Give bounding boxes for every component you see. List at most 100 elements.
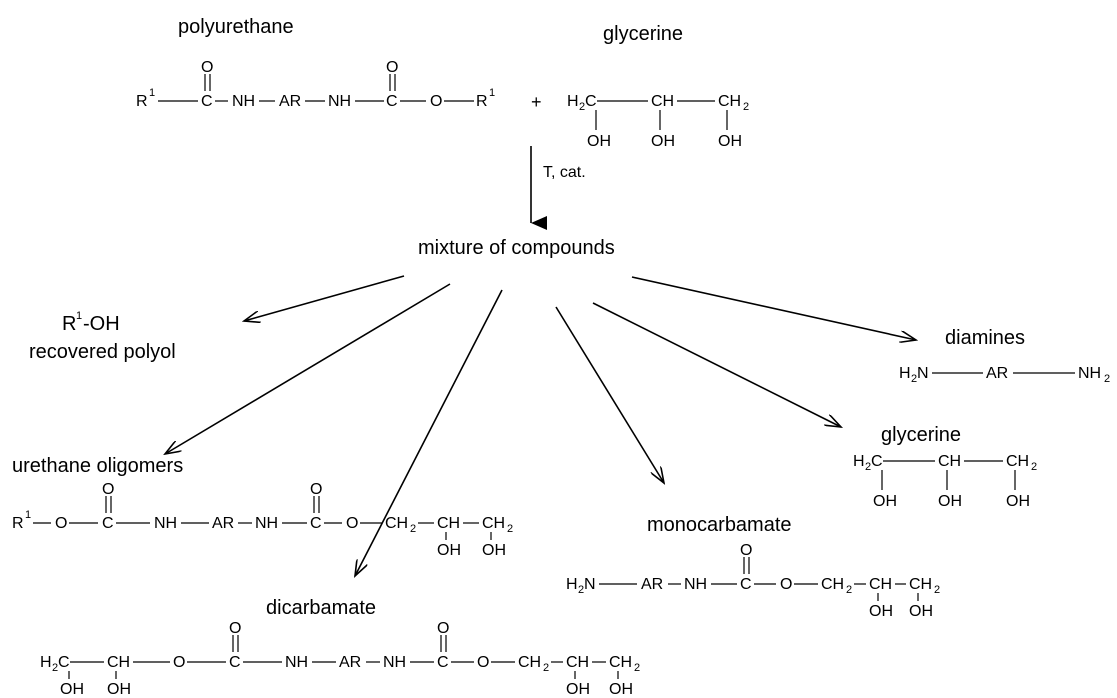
svg-text:2: 2 [507, 523, 513, 535]
svg-text:NH: NH [383, 654, 406, 671]
svg-text:AR: AR [212, 515, 234, 532]
svg-text:OH: OH [718, 133, 742, 150]
svg-text:2: 2 [579, 101, 585, 113]
monocarbamate-heading: monocarbamate [647, 514, 792, 536]
svg-text:AR: AR [279, 93, 301, 110]
svg-text:CH: CH [518, 654, 541, 671]
svg-text:2: 2 [911, 373, 917, 385]
polyurethane-heading: polyurethane [178, 16, 294, 38]
svg-text:O: O [386, 59, 398, 76]
svg-text:CH: CH [609, 654, 632, 671]
svg-text:-OH: -OH [83, 313, 120, 335]
svg-text:H: H [899, 365, 911, 382]
diamines-heading: diamines [945, 327, 1025, 349]
svg-text:1: 1 [25, 509, 31, 521]
svg-text:O: O [201, 59, 213, 76]
svg-text:OH: OH [482, 542, 506, 559]
svg-text:1: 1 [149, 87, 155, 99]
svg-text:OH: OH [609, 681, 633, 698]
svg-text:2: 2 [52, 662, 58, 674]
svg-text:C: C [437, 654, 449, 671]
svg-text:C: C [58, 654, 70, 671]
svg-text:OH: OH [60, 681, 84, 698]
svg-text:CH: CH [821, 576, 844, 593]
svg-text:OH: OH [873, 493, 897, 510]
svg-text:CH: CH [938, 453, 961, 470]
svg-text:NH: NH [684, 576, 707, 593]
svg-text:2: 2 [578, 584, 584, 596]
mixture-label: mixture of compounds [418, 237, 615, 259]
svg-text:2: 2 [543, 662, 549, 674]
svg-text:2: 2 [846, 584, 852, 596]
svg-text:NH: NH [1078, 365, 1101, 382]
svg-text:O: O [780, 576, 792, 593]
svg-text:2: 2 [1104, 373, 1110, 385]
svg-text:C: C [740, 576, 752, 593]
arrow-to-diamines [631, 276, 916, 340]
svg-text:AR: AR [641, 576, 663, 593]
arrow-to-polyol [244, 275, 405, 321]
svg-text:CH: CH [437, 515, 460, 532]
svg-text:H: H [40, 654, 52, 671]
svg-text:CH: CH [566, 654, 589, 671]
svg-text:NH: NH [154, 515, 177, 532]
dicarbamate-heading: dicarbamate [266, 597, 376, 619]
svg-text:C: C [310, 515, 322, 532]
svg-text:OH: OH [107, 681, 131, 698]
recovered-polyol-label: recovered polyol [29, 341, 176, 363]
svg-text:N: N [917, 365, 929, 382]
svg-text:OH: OH [437, 542, 461, 559]
svg-text:OH: OH [587, 133, 611, 150]
svg-text:2: 2 [934, 584, 940, 596]
svg-text:CH: CH [482, 515, 505, 532]
svg-text:CH: CH [651, 93, 674, 110]
arrow-to-monocarbamate [555, 306, 664, 483]
svg-text:C: C [871, 453, 883, 470]
svg-text:NH: NH [285, 654, 308, 671]
arrow-to-urethane-oligomers [165, 283, 451, 454]
svg-text:O: O [229, 620, 241, 637]
svg-text:R: R [476, 93, 488, 110]
svg-text:OH: OH [938, 493, 962, 510]
svg-text:R: R [62, 313, 76, 335]
svg-text:2: 2 [743, 101, 749, 113]
svg-text:2: 2 [634, 662, 640, 674]
conditions-label: T, cat. [543, 164, 586, 181]
arrow-to-glycerine [592, 302, 841, 427]
svg-text:R: R [12, 515, 24, 532]
svg-text:H: H [566, 576, 578, 593]
urethane-oligomers-heading: urethane oligomers [12, 455, 183, 477]
svg-text:O: O [430, 93, 442, 110]
svg-text:C: C [229, 654, 241, 671]
svg-text:1: 1 [489, 87, 495, 99]
svg-text:OH: OH [1006, 493, 1030, 510]
svg-text:1: 1 [76, 310, 82, 322]
arrow-to-dicarbamate [355, 289, 503, 576]
svg-text:O: O [437, 620, 449, 637]
svg-text:OH: OH [651, 133, 675, 150]
svg-text:C: C [585, 93, 597, 110]
svg-text:NH: NH [255, 515, 278, 532]
svg-text:O: O [740, 542, 752, 559]
glycerine-reactant-heading: glycerine [603, 23, 683, 45]
svg-text:CH: CH [718, 93, 741, 110]
svg-text:2: 2 [865, 461, 871, 473]
svg-text:C: C [201, 93, 213, 110]
svg-text:CH: CH [107, 654, 130, 671]
svg-text:NH: NH [232, 93, 255, 110]
svg-text:O: O [55, 515, 67, 532]
product-arrows [165, 275, 916, 576]
